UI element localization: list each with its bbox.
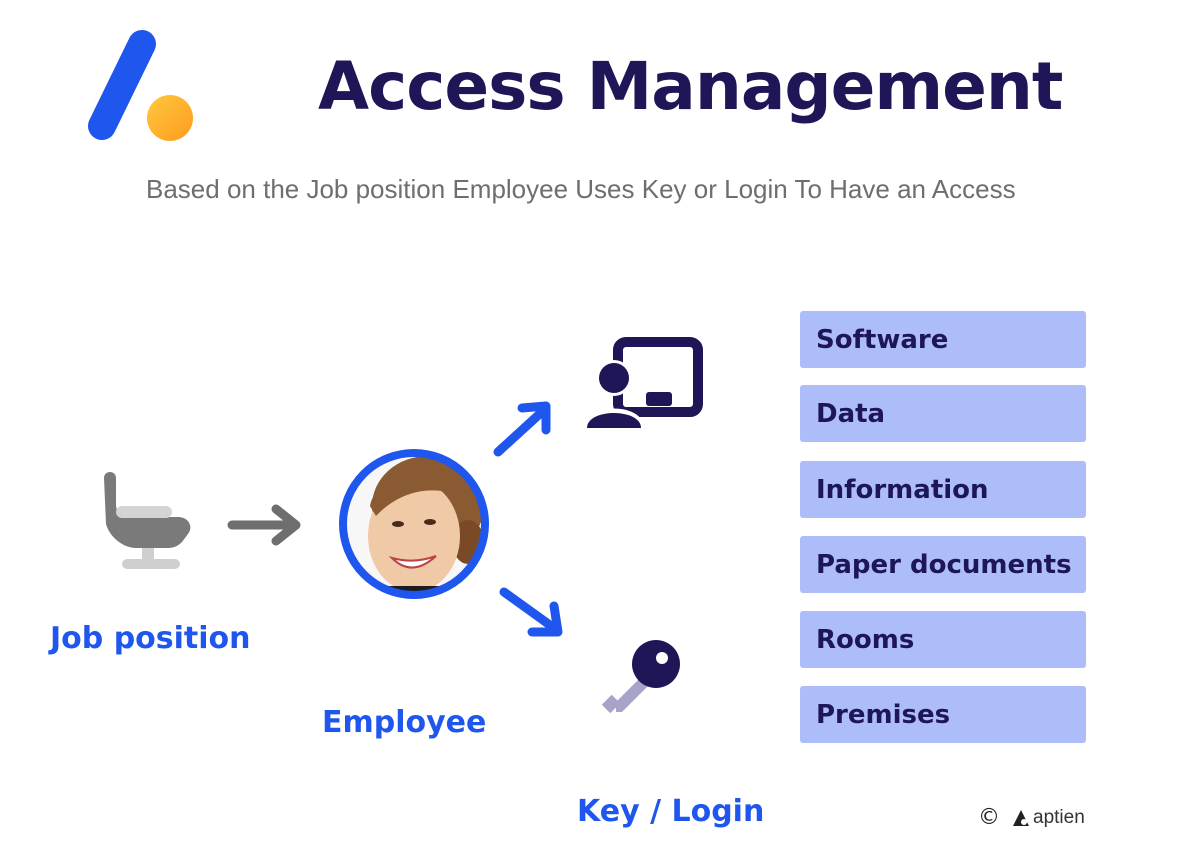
resource-box-software: Software <box>800 311 1086 368</box>
chair-icon <box>104 472 191 569</box>
user-screen-icon <box>584 337 703 428</box>
resource-box-premises: Premises <box>800 686 1086 743</box>
brand-logo-icon <box>1013 809 1029 826</box>
brand: aptien <box>1012 807 1085 829</box>
resource-box-rooms: Rooms <box>800 611 1086 668</box>
arrow-up-right-icon <box>493 401 551 457</box>
brand-name: aptien <box>1033 806 1085 828</box>
arrow-right-icon <box>227 504 301 546</box>
resource-box-information: Information <box>800 461 1086 518</box>
copyright-symbol: © <box>978 805 1000 830</box>
footer: © aptien <box>978 805 1085 830</box>
page-title: Access Management <box>318 48 1063 125</box>
employee-label: Employee <box>322 705 487 740</box>
arrow-down-right-icon <box>499 587 563 637</box>
key-login-label: Key / Login <box>577 794 765 829</box>
job-position-label: Job position <box>50 621 251 656</box>
resource-box-paper-documents: Paper documents <box>800 536 1086 593</box>
employee-photo <box>339 449 489 599</box>
logo-mark <box>88 30 193 141</box>
key-icon <box>601 640 680 714</box>
resource-box-data: Data <box>800 385 1086 442</box>
page-subtitle: Based on the Job position Employee Uses … <box>146 174 1016 204</box>
